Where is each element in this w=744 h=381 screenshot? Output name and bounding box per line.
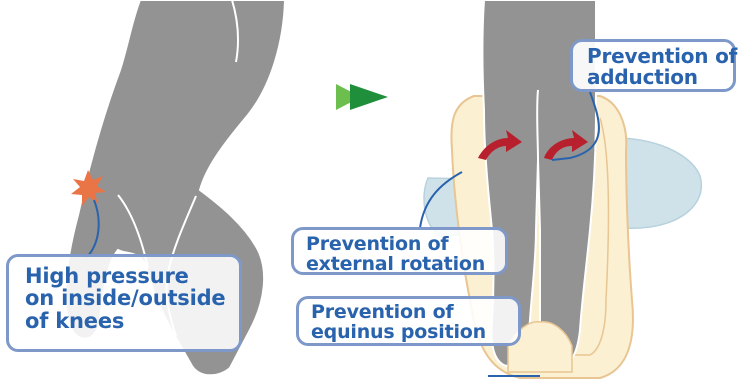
callout-line: adduction — [587, 67, 733, 88]
callout-line: Prevention of — [311, 302, 518, 322]
callout-line: Prevention of — [587, 46, 733, 67]
callout-line: High pressure — [25, 265, 239, 287]
callout-equinus: Prevention of equinus position — [296, 296, 521, 346]
callout-line: of knees — [25, 310, 239, 332]
callout-line: on inside/outside — [25, 287, 239, 309]
callout-external-rotation: Prevention of external rotation — [291, 227, 508, 275]
callout-line: equinus position — [311, 322, 518, 342]
callout-line: Prevention of — [306, 234, 505, 254]
callout-adduction: Prevention of adduction — [570, 39, 736, 92]
progress-arrow-icon — [336, 84, 388, 110]
callout-knee-pressure: High pressure on inside/outside of knees — [6, 254, 242, 352]
right-figure-center-line — [537, 90, 538, 160]
callout-line: external rotation — [306, 254, 505, 274]
